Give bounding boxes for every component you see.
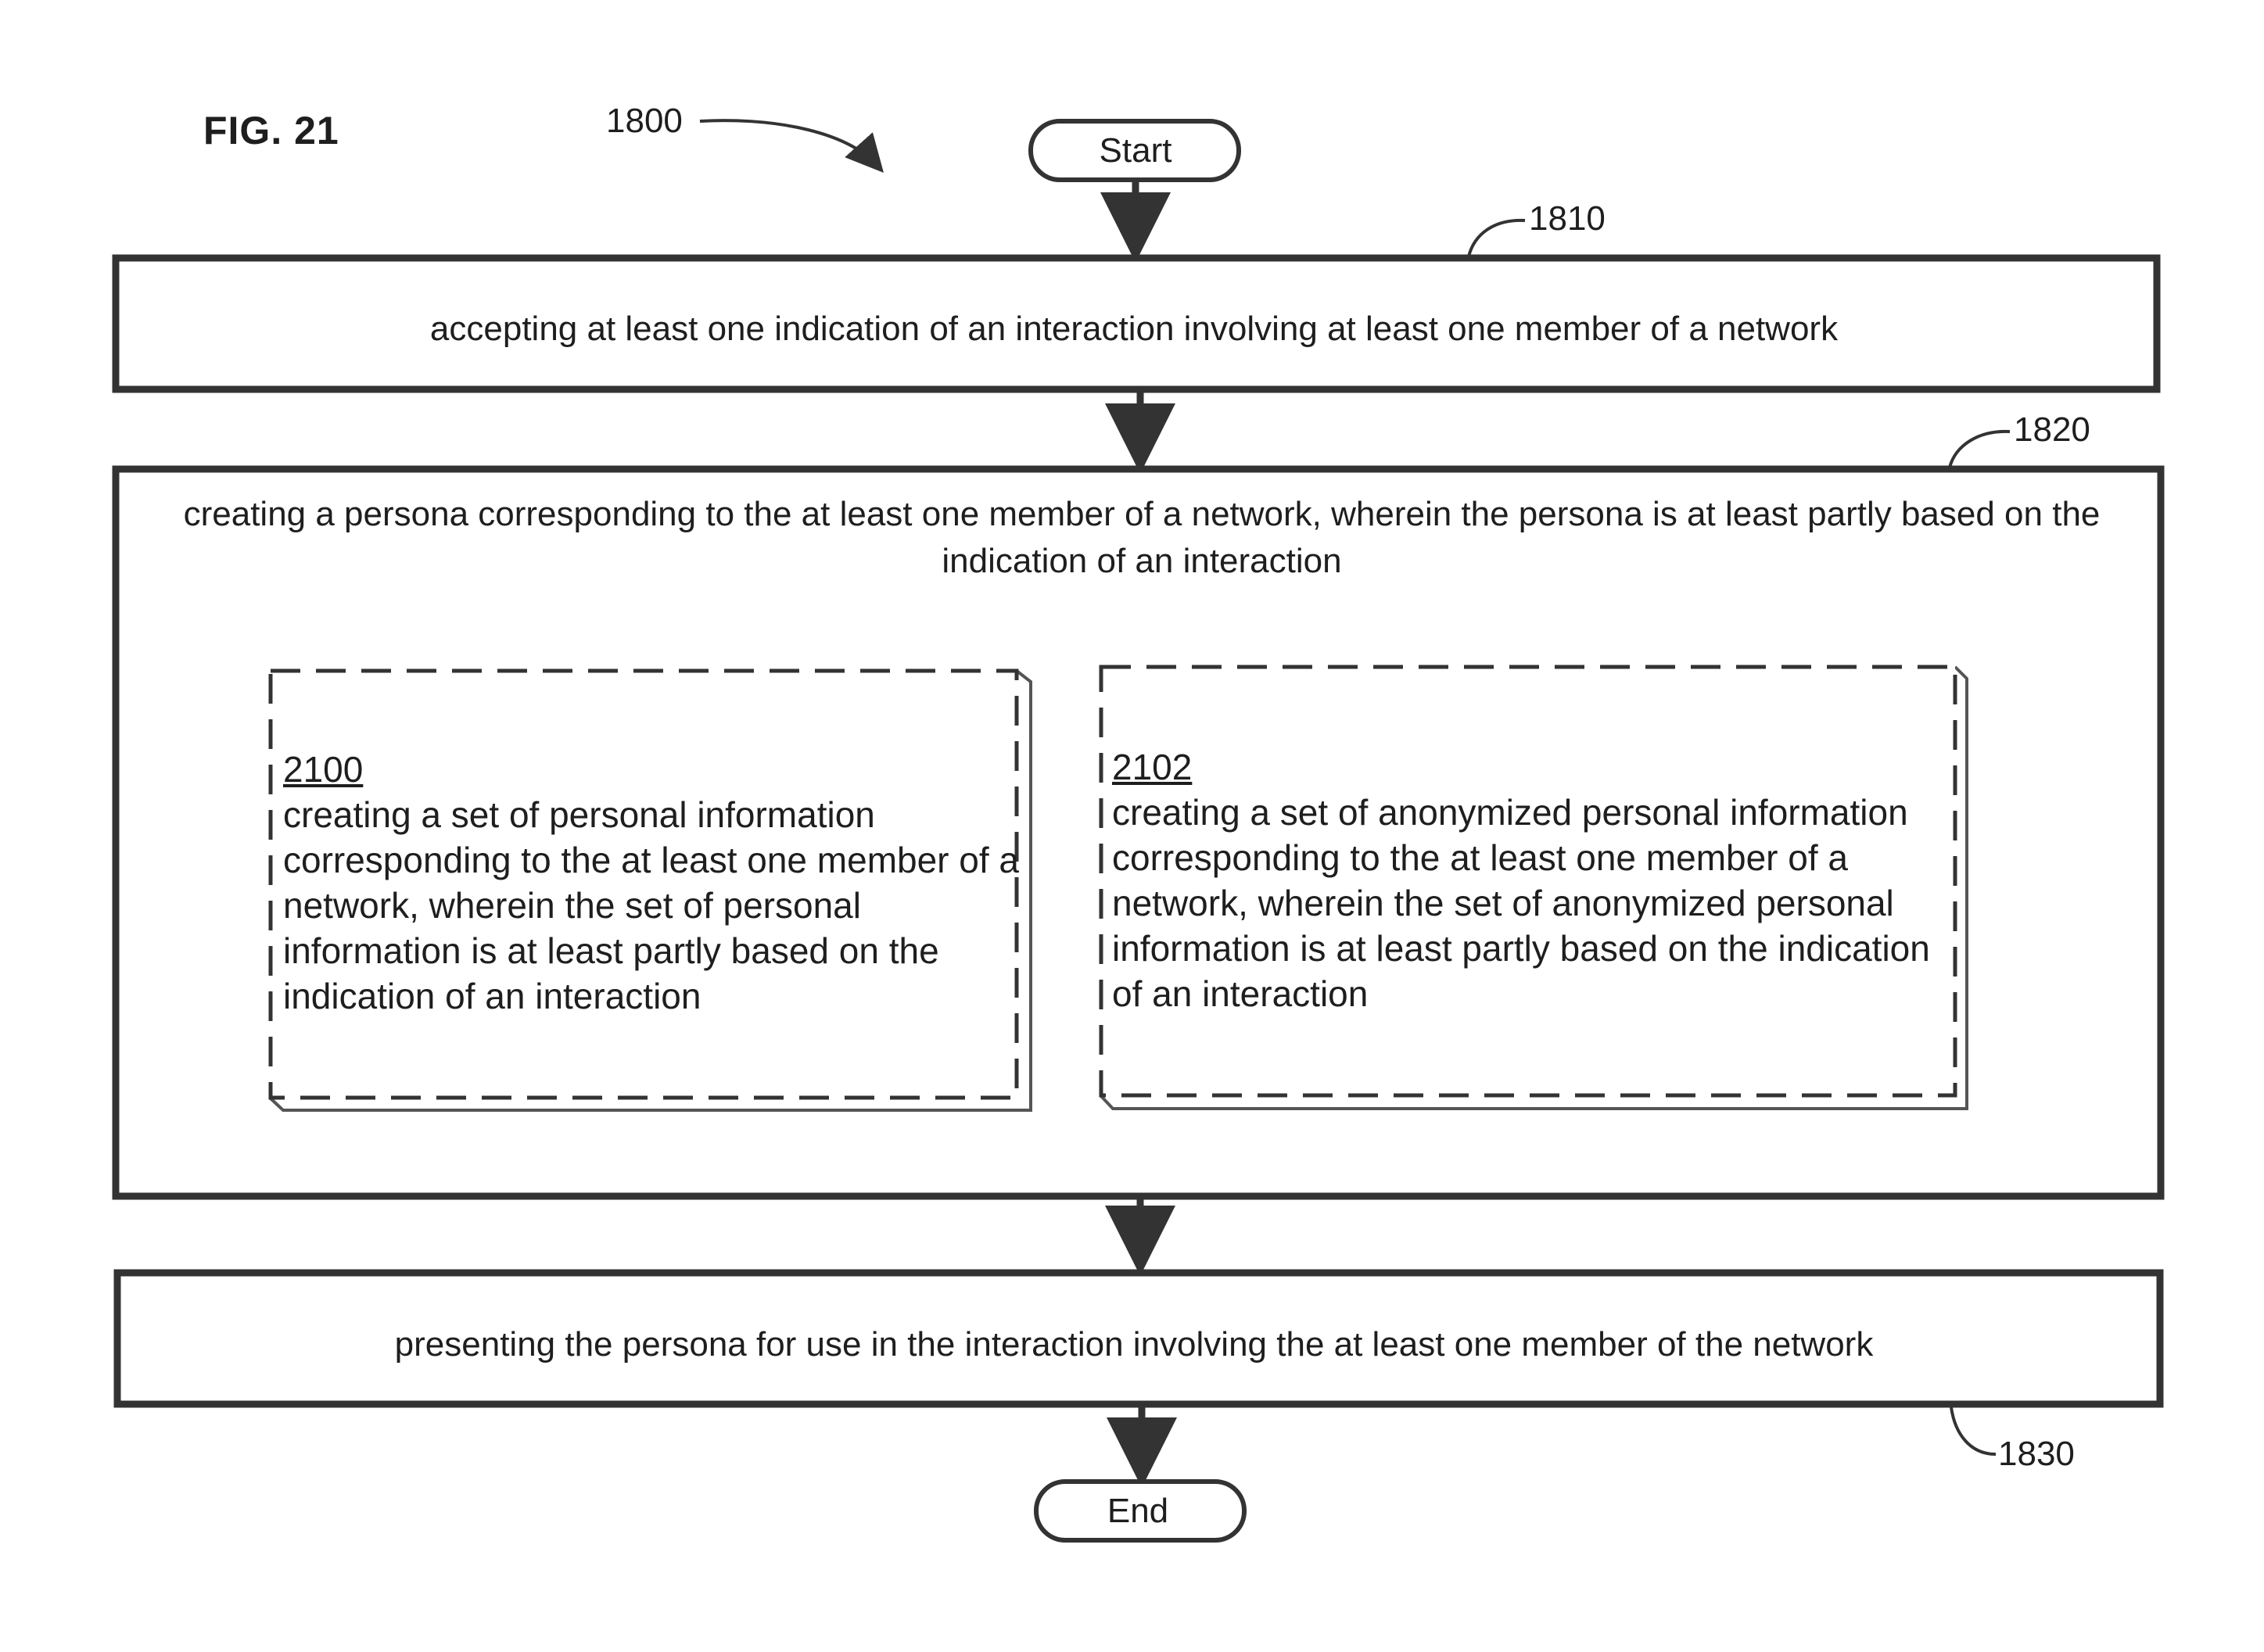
- figure-label: FIG. 21: [203, 108, 339, 153]
- step-text-1830: presenting the persona for use in the in…: [117, 1325, 2151, 1364]
- substep-ref-2100: 2100: [283, 747, 1026, 792]
- step-text-1810: accepting at least one indication of an …: [117, 310, 2151, 349]
- leader-1830: [1951, 1407, 1996, 1454]
- end-label: End: [1036, 1492, 1240, 1531]
- substep-text-2102: creating a set of anonymized personal in…: [1112, 790, 1933, 1016]
- substep-ref-2102: 2102: [1112, 744, 1933, 790]
- step-ref-1820: 1820: [2014, 410, 2090, 450]
- step-ref-1810: 1810: [1529, 199, 1606, 238]
- step-text-1820: creating a persona corresponding to the …: [125, 491, 2158, 585]
- figure-ref-number: 1800: [606, 102, 683, 141]
- substep-2100: 2100 creating a set of personal informat…: [283, 747, 1026, 1019]
- leader-1820: [1950, 432, 2010, 468]
- leader-1800: [700, 120, 877, 166]
- start-label: Start: [1034, 131, 1237, 170]
- step-ref-1830: 1830: [1998, 1435, 2075, 1474]
- substep-text-2100: creating a set of personal information c…: [283, 792, 1026, 1019]
- substep-2102: 2102 creating a set of anonymized person…: [1112, 744, 1933, 1016]
- leader-1810: [1469, 220, 1525, 256]
